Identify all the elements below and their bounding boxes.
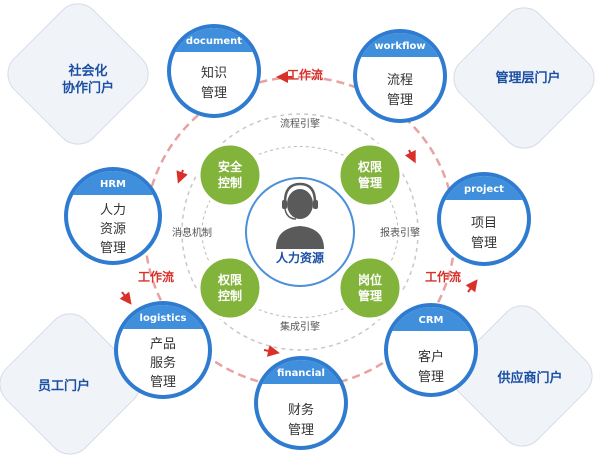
module-node-document[interactable]: document 知识 管理: [167, 24, 261, 118]
portal-employee-label: 员工门户: [38, 378, 90, 394]
financial-line-1: 财务: [288, 402, 314, 418]
flow-arrow-left: [176, 169, 188, 184]
module-node-project[interactable]: project 项目 管理: [437, 172, 531, 266]
financial-line-2: 管理: [288, 423, 314, 438]
portal-employee-shape: [0, 313, 141, 455]
permission-bottom-line-2: 控制: [218, 288, 242, 303]
crm-header: CRM: [419, 315, 444, 326]
flow-label-left: 工作流: [138, 269, 174, 284]
hrm-line-3: 管理: [100, 241, 126, 256]
workflow-header: workflow: [374, 41, 425, 52]
flow-arrow-right: [404, 149, 416, 164]
document-line-1: 知识: [201, 65, 227, 81]
hrm-line-1: 人力: [100, 203, 126, 218]
project-line-1: 项目: [471, 216, 497, 231]
engine-process-label: 流程引擎: [280, 117, 320, 130]
project-line-2: 管理: [471, 236, 497, 251]
inner-node-security[interactable]: 安全 控制: [197, 142, 263, 208]
engine-integration-label: 集成引擎: [280, 320, 320, 333]
hrm-header: HRM: [100, 179, 126, 190]
flow-label-right: 工作流: [425, 269, 461, 284]
logistics-line-2: 服务: [150, 355, 176, 371]
engine-report-label: 报表引擎: [380, 226, 420, 239]
portal-social-line-2: 协作门户: [62, 80, 114, 96]
security-line-1: 安全: [218, 159, 243, 174]
document-line-2: 管理: [201, 86, 227, 101]
flow-arrow-lower-left: [119, 291, 132, 305]
center-label: 人力资源: [276, 250, 324, 265]
inner-engine-ring: [181, 113, 419, 351]
center-node-hr[interactable]: 人力资源: [245, 177, 355, 287]
flow-arrow-bottom: [263, 344, 280, 357]
permission-bottom-line-1: 权限: [217, 272, 242, 287]
position-line-1: 岗位: [358, 272, 382, 287]
module-node-financial[interactable]: financial 财务 管理: [254, 356, 348, 450]
document-header: document: [186, 36, 242, 47]
engine-message-label: 消息机制: [172, 226, 212, 239]
module-node-workflow[interactable]: workflow 流程 管理: [353, 29, 447, 123]
portal-management-shape: [453, 7, 595, 149]
portal-supplier-shape: [451, 305, 593, 447]
project-header: project: [464, 184, 504, 195]
inner-node-position[interactable]: 岗位 管理: [337, 255, 403, 321]
inner-node-permission-control[interactable]: 权限 控制: [197, 255, 263, 321]
permission-top-line-2: 管理: [358, 175, 382, 190]
security-line-2: 控制: [218, 175, 242, 190]
person-headset-icon: [276, 182, 324, 249]
financial-header: financial: [277, 368, 325, 379]
hrm-line-2: 资源: [100, 222, 126, 237]
flow-arrow-lower-right: [465, 279, 478, 293]
workflow-line-2: 管理: [387, 93, 413, 108]
portal-social-line-1: 社会化: [67, 63, 107, 79]
permission-top-line-1: 权限: [357, 159, 382, 174]
position-line-2: 管理: [358, 288, 382, 303]
crm-line-1: 客户: [418, 349, 444, 365]
portal-supplier-label: 供应商门户: [496, 370, 562, 386]
logistics-line-3: 管理: [150, 375, 176, 390]
module-node-hrm[interactable]: HRM 人力 资源 管理: [64, 167, 162, 265]
logistics-line-1: 产品: [150, 337, 176, 352]
module-node-crm[interactable]: CRM 客户 管理: [384, 303, 478, 397]
portal-management-label: 管理层门户: [495, 70, 560, 86]
module-node-logistics[interactable]: logistics 产品 服务 管理: [114, 301, 212, 399]
portal-social-shape: [7, 3, 149, 145]
workflow-line-1: 流程: [387, 73, 413, 88]
inner-node-permission-management[interactable]: 权限 管理: [337, 142, 403, 208]
logistics-header: logistics: [140, 313, 187, 324]
flow-label-top: 工作流: [287, 67, 323, 82]
crm-line-2: 管理: [418, 370, 444, 385]
